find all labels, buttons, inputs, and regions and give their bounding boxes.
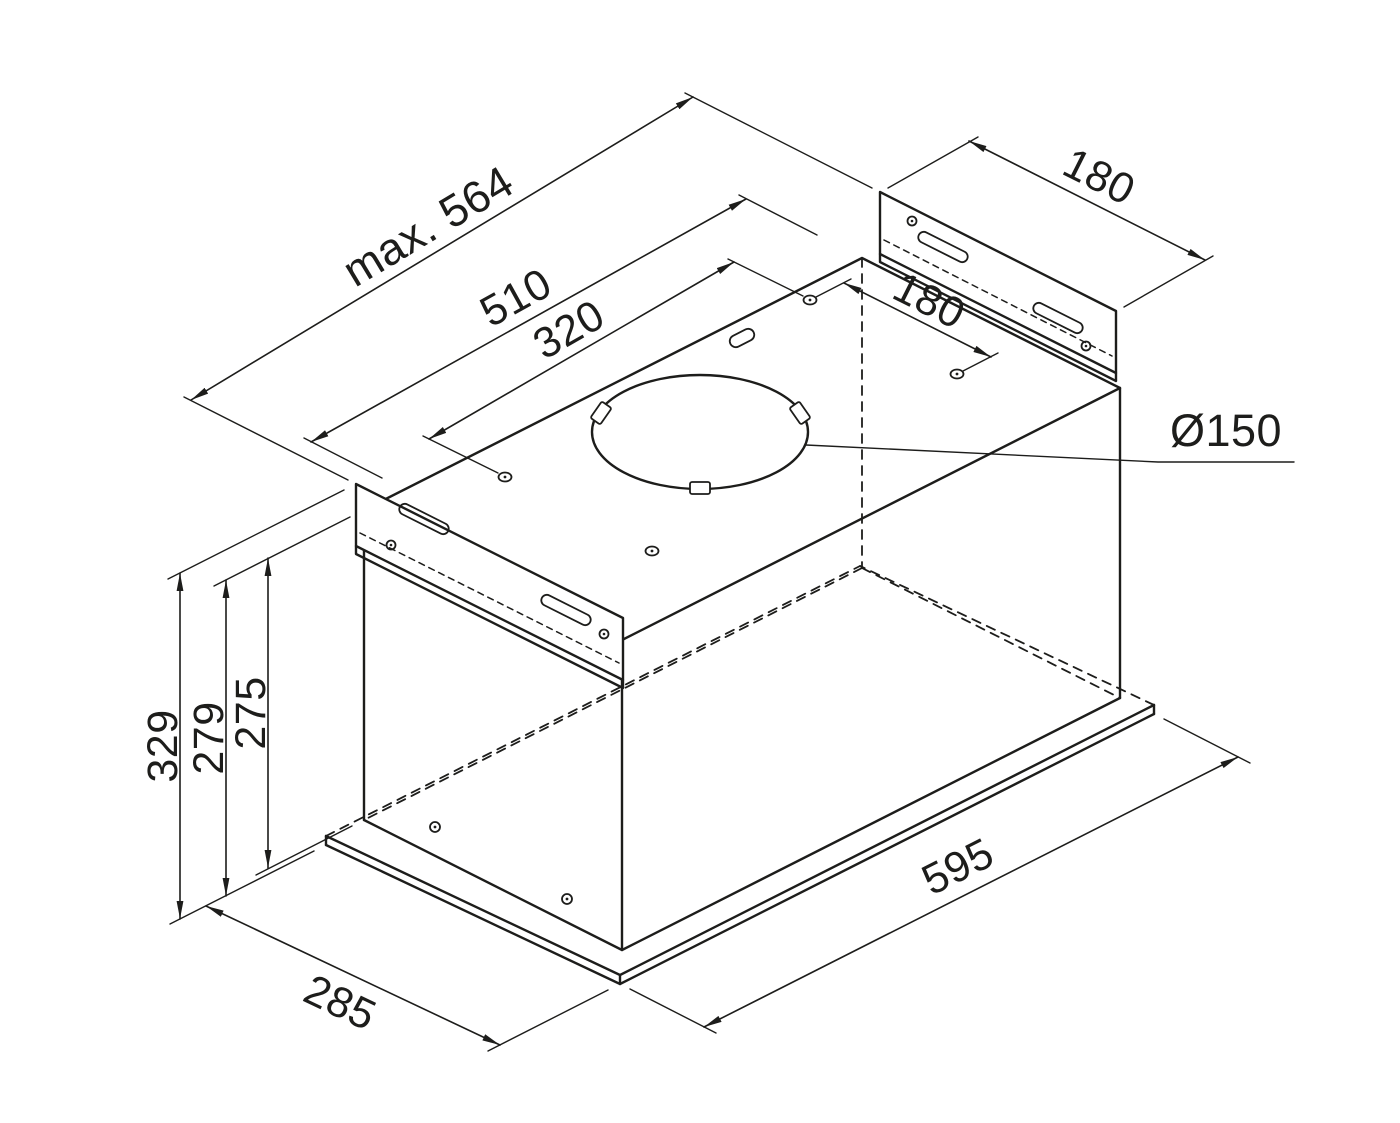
mounting-hole [949,368,965,380]
bracket-fold-line [883,239,1113,357]
bracket-slot [1032,301,1084,335]
extension-line [629,988,717,1034]
dimension-line [968,140,1206,261]
dimension-line [428,261,735,440]
mounting-hole [497,471,513,483]
cable-slot [728,327,756,349]
extension-line [727,258,804,297]
extension-line [887,136,979,189]
extension-line [183,396,349,481]
dim-label-180-bracket: 180 [1055,139,1142,215]
dim-label-max-564: max. 564 [334,155,522,296]
bracket-hole [1080,340,1092,352]
extension-line [487,989,609,1052]
extension-line [422,435,499,474]
screw-hole-center [565,897,569,901]
panel-hidden-edge-back-left [325,565,861,837]
mounting-bracket-left [354,482,625,690]
bracket-thickness [354,544,625,690]
leader-line [805,444,1295,463]
extension-line [213,516,351,587]
extension-line [815,278,852,298]
panel-hidden-edge-back-right [859,565,1155,706]
screw-hole [561,893,573,905]
extension-line [684,92,873,189]
dimension-line [703,756,1239,1028]
bottom-panel [324,565,1156,986]
dim-label-595: 595 [914,829,1001,905]
bracket-hole-center [1084,344,1088,348]
bracket-hole [385,539,397,551]
dimension-line [843,282,992,358]
mounting-hole [802,294,818,306]
dimension-line [190,96,694,401]
dimension-595: 595 [629,718,1251,1034]
cutout-tab [689,481,711,495]
mounting-hole [644,545,660,557]
dim-label-279: 279 [185,701,233,774]
screw-hole [429,821,441,833]
dim-label-329: 329 [139,709,187,782]
bracket-fold-line [359,532,620,664]
extension-line [1163,718,1251,764]
panel-top-outline [324,703,1156,977]
dimension-diameter-150: Ø150 [805,405,1295,463]
bracket-hole-center [389,543,393,547]
panel-bottom-outline [324,712,1156,986]
bracket-slot [540,593,592,627]
bracket-slot [917,230,969,264]
dim-label-275: 275 [227,676,275,749]
mounting-hole-center [503,475,507,479]
cutout-tab [789,401,811,425]
bracket-hole [906,215,918,227]
bracket-hole [598,628,610,640]
extension-line [167,489,345,580]
dimension-285: 285 [205,905,609,1052]
dimension-line [205,905,501,1046]
mounting-bracket-right [878,190,1118,383]
dim-label-diameter-150: Ø150 [1170,405,1282,456]
hidden-edge-bottom-left [363,567,863,821]
extension-line [255,825,353,876]
extension-line [738,194,818,236]
bracket-thickness [878,252,1118,383]
bracket-hole-center [602,632,606,636]
bracket-slot [398,502,450,536]
mounting-hole-center [955,372,959,376]
screw-hole-center [433,825,437,829]
extension-line [962,352,999,372]
hidden-edge-bottom-right [861,567,1121,699]
dim-label-285: 285 [297,966,384,1041]
extension-line [169,850,315,925]
extension-line [303,437,383,479]
mounting-hole-center [650,549,654,553]
bracket-hole-center [910,219,914,223]
duct-cutout [590,373,810,491]
extension-line [1123,255,1214,308]
bracket-face [354,482,625,682]
mounting-hole-center [808,298,812,302]
dimension-heights: 329 279 275 [139,489,353,925]
